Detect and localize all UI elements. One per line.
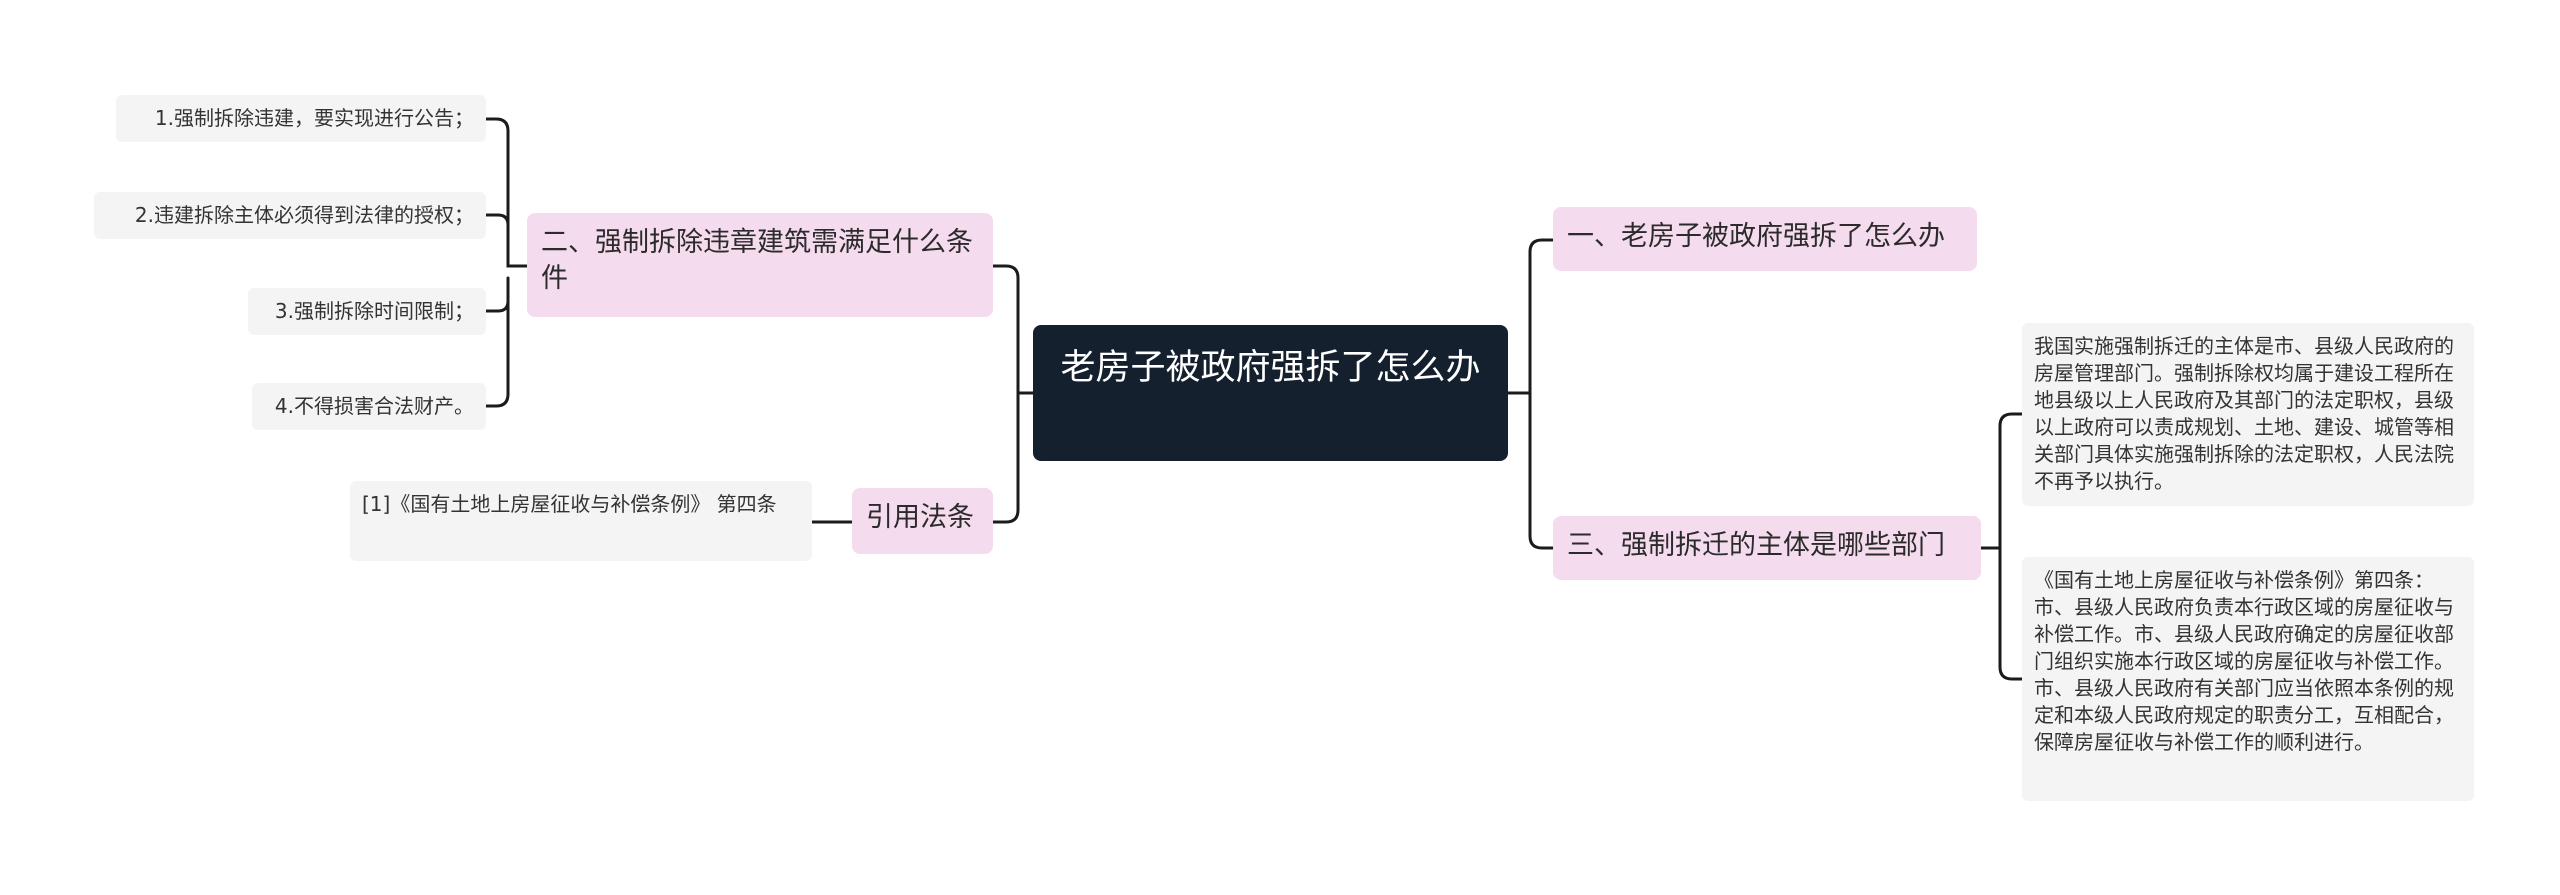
connector-branch-3-items	[1979, 412, 2024, 681]
branch-what-to-do[interactable]: 一、老房子被政府强拆了怎么办	[1553, 207, 1977, 271]
branch-demolition-conditions[interactable]: 二、强制拆除违章建筑需满足什么条件	[527, 213, 993, 317]
condition-item[interactable]: 3.强制拆除时间限制；	[248, 288, 486, 335]
condition-item[interactable]: 4.不得损害合法财产。	[252, 383, 486, 430]
condition-item[interactable]: 1.强制拆除违建，要实现进行公告；	[116, 95, 486, 142]
branch-demolition-authority[interactable]: 三、强制拆迁的主体是哪些部门	[1553, 516, 1981, 580]
root-topic[interactable]: 老房子被政府强拆了怎么办	[1033, 325, 1508, 461]
branch-cited-law[interactable]: 引用法条	[852, 488, 993, 554]
connector-root-left	[991, 264, 1035, 524]
connector-root-right	[1506, 238, 1555, 550]
connector-branch-2-items	[484, 117, 529, 408]
cited-law-item[interactable]: [1]《国有土地上房屋征收与补偿条例》 第四条	[350, 481, 812, 561]
authority-item[interactable]: 《国有土地上房屋征收与补偿条例》第四条：市、县级人民政府负责本行政区域的房屋征收…	[2022, 557, 2474, 801]
authority-item[interactable]: 我国实施强制拆迁的主体是市、县级人民政府的房屋管理部门。强制拆除权均属于建设工程…	[2022, 323, 2474, 506]
condition-item[interactable]: 2.违建拆除主体必须得到法律的授权；	[94, 192, 486, 239]
